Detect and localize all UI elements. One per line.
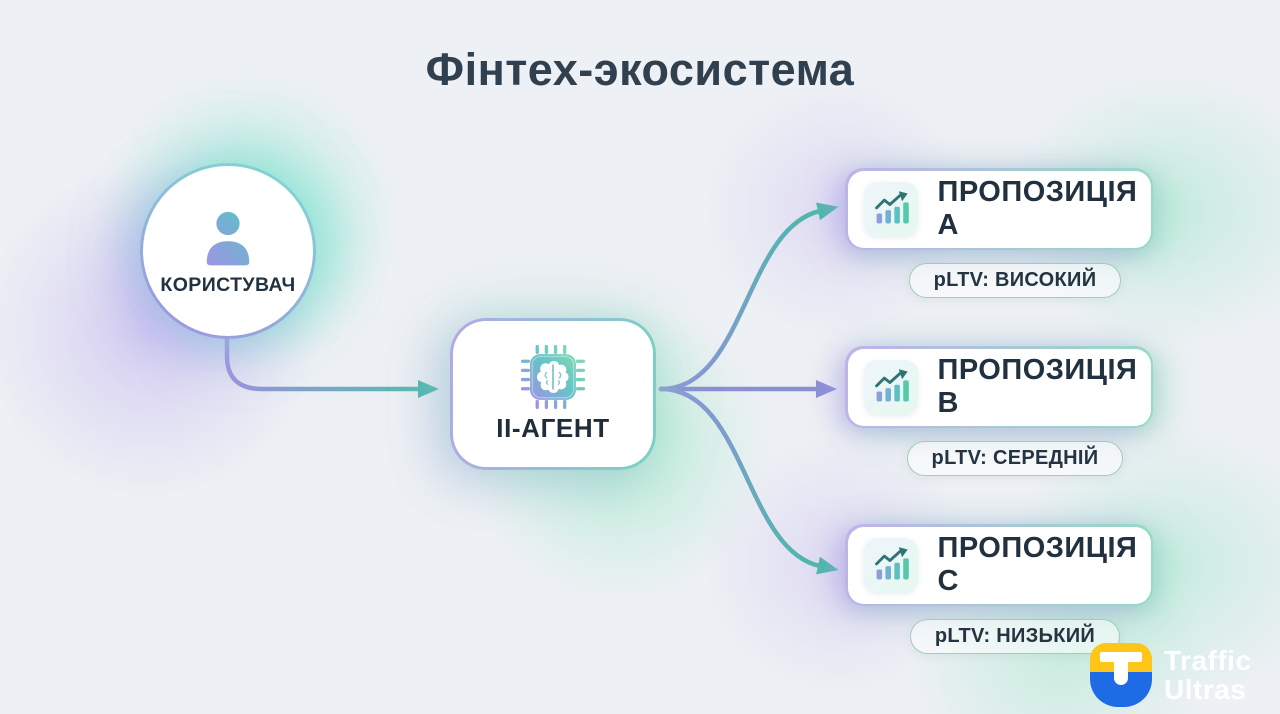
proposal-label: ПРОПОЗИЦІЯ A	[937, 176, 1138, 241]
agent-label: ІІ-АГЕНТ	[496, 413, 610, 443]
proposal-card-c-inner: ПРОПОЗИЦІЯ C	[847, 526, 1151, 604]
growth-chart-icon	[863, 360, 918, 414]
arrow-agent-to-proposal-a	[658, 202, 839, 392]
proposal-card-a: ПРОПОЗИЦІЯ A	[845, 168, 1153, 250]
proposal-label: ПРОПОЗИЦІЯ C	[937, 532, 1138, 597]
arrow-agent-to-proposal-c	[658, 386, 839, 575]
user-node: КОРИСТУВАЧ	[140, 163, 316, 339]
growth-chart-icon	[863, 538, 918, 592]
tu-logo-icon	[1090, 643, 1152, 707]
ai-chip-brain-icon	[520, 344, 586, 410]
page-title: Фінтех-экосистема	[425, 44, 855, 95]
user-label: КОРИСТУВАЧ	[160, 274, 296, 296]
pltv-badge-row: pLTV: НИЗЬКИЙ	[861, 619, 1169, 654]
pltv-badge-row: pLTV: ВИСОКИЙ	[861, 263, 1169, 298]
proposal-card-c: ПРОПОЗИЦІЯ C	[845, 524, 1153, 606]
agent-card: ІІ-АГЕНТ	[450, 318, 656, 470]
proposal-card-b: ПРОПОЗИЦІЯ B	[845, 346, 1153, 428]
person-icon	[206, 211, 250, 266]
pltv-badge-b: pLTV: СЕРЕДНІЙ	[906, 441, 1124, 476]
user-node-inner: КОРИСТУВАЧ	[143, 166, 313, 336]
proposal-label: ПРОПОЗИЦІЯ B	[937, 354, 1138, 419]
pltv-badge-row: pLTV: СЕРЕДНІЙ	[861, 441, 1169, 476]
proposal-card-a-inner: ПРОПОЗИЦІЯ A	[847, 170, 1151, 248]
agent-card-inner: ІІ-АГЕНТ	[453, 321, 653, 467]
watermark-line2: Ultras	[1164, 674, 1247, 705]
arrow-user-to-agent	[224, 335, 439, 398]
proposal-card-b-inner: ПРОПОЗИЦІЯ B	[847, 348, 1151, 426]
watermark-line1: Traffic	[1164, 645, 1252, 676]
watermark-text: Traffic Ultras	[1164, 646, 1252, 704]
pltv-badge-a: pLTV: ВИСОКИЙ	[908, 263, 1122, 298]
traffic-ultras-watermark: Traffic Ultras	[1090, 643, 1252, 707]
pltv-badge-c: pLTV: НИЗЬКИЙ	[909, 619, 1121, 654]
growth-chart-icon	[863, 182, 918, 236]
